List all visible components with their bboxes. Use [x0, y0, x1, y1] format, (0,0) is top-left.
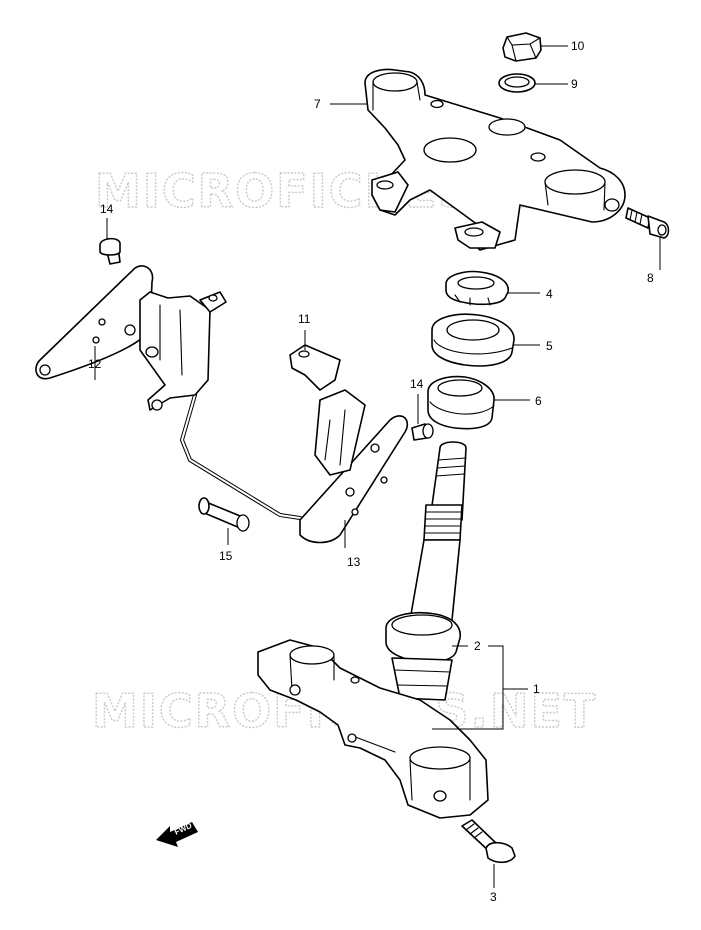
callout-5: 5	[546, 339, 553, 353]
callout-9: 9	[571, 77, 578, 91]
callout-2: 2	[474, 639, 481, 653]
callout-4: 4	[546, 287, 553, 301]
part-5-dust-seal	[431, 313, 515, 367]
callout-10: 10	[571, 39, 585, 53]
callout-7: 7	[314, 97, 321, 111]
callout-8: 8	[647, 271, 654, 285]
part-14-screw-right	[411, 423, 434, 441]
callout-14-left: 14	[100, 202, 114, 216]
callout-6: 6	[535, 394, 542, 408]
part-9-washer	[498, 73, 536, 93]
part-1-steering-stem	[257, 441, 489, 819]
callout-14-right: 14	[410, 377, 424, 391]
callout-3: 3	[490, 890, 497, 904]
part-6-bearing	[427, 375, 495, 430]
part-4-lock-nut	[445, 270, 509, 306]
leader-lines	[94, 45, 661, 888]
part-7-upper-bracket	[364, 68, 626, 251]
part-13-mount-frame	[139, 291, 409, 544]
callout-13: 13	[347, 555, 361, 569]
part-10-cap-nut	[502, 32, 542, 62]
part-14-screw-left	[99, 237, 121, 265]
part-8-bolt	[625, 207, 670, 239]
part-3-bolt	[461, 819, 516, 864]
callout-12: 12	[88, 357, 102, 371]
callout-numbers: 10 9 7 8 4 5 6 14 14 11 12 13 15 2 1 3	[88, 39, 654, 904]
part-15-bolt	[198, 497, 250, 532]
fwd-arrow-icon: FWD	[156, 821, 198, 847]
callout-15: 15	[219, 549, 233, 563]
callout-1: 1	[533, 682, 540, 696]
callout-11: 11	[298, 312, 311, 326]
part-12-bracket-plate	[35, 265, 154, 380]
